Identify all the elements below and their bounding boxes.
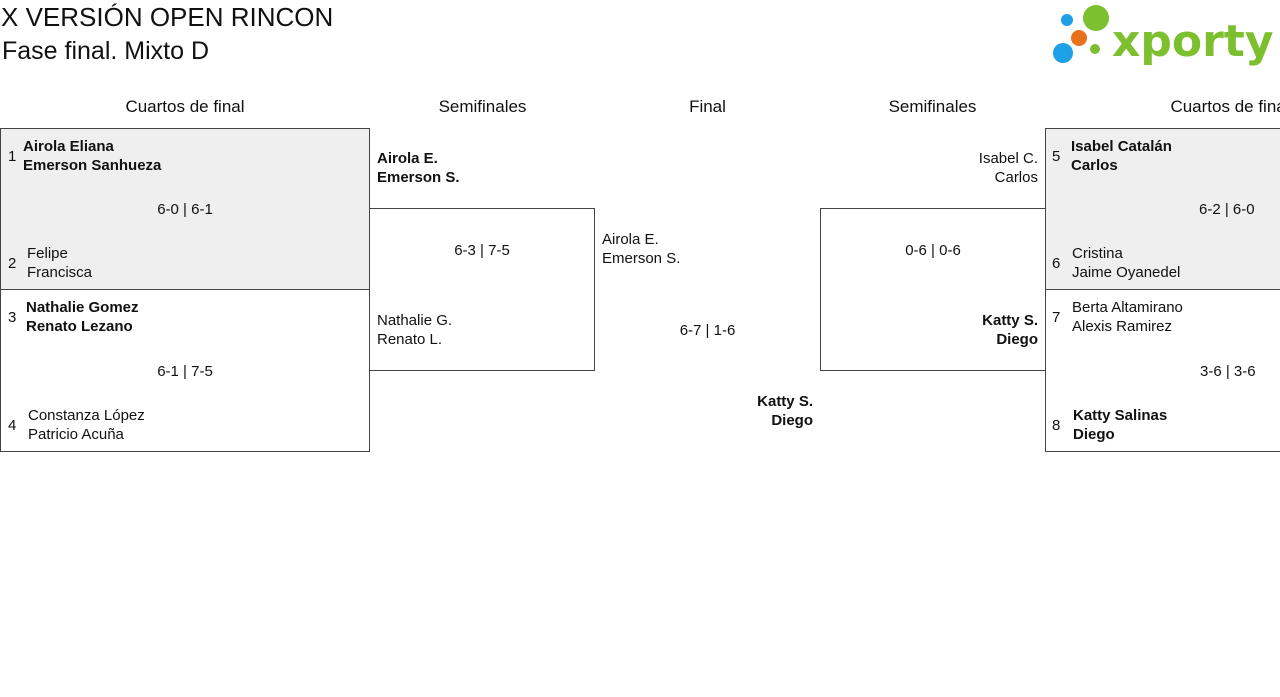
team-loser[interactable]: Felipe Francisca	[27, 244, 92, 282]
xporty-logo[interactable]: xporty	[1050, 4, 1276, 68]
seed-number: 6	[1052, 255, 1061, 272]
team-loser[interactable]: Cristina Jaime Oyanedel	[1072, 244, 1180, 282]
player-name: Felipe	[27, 245, 68, 262]
seed-number: 7	[1052, 309, 1061, 326]
player-name: Emerson Sanhueza	[23, 157, 162, 174]
player-name: Alexis Ramirez	[1072, 318, 1173, 335]
match-left-qf-2[interactable]: 3 Nathalie Gomez Renato Lezano 6-1 | 7-5…	[0, 289, 370, 452]
player-name: Diego	[1073, 426, 1115, 443]
player-name: Isabel C.	[978, 150, 1038, 167]
player-name: Carlos	[1071, 157, 1118, 174]
team-loser-right-semi[interactable]: Isabel C. Carlos	[900, 149, 1038, 187]
heading-right-quarters: Cuartos de final	[1170, 97, 1280, 116]
seed-number: 3	[8, 309, 17, 326]
player-name: Nathalie Gomez	[26, 299, 139, 316]
match-score: 6-3 | 7-5	[454, 242, 510, 259]
team-winner-left-semi[interactable]: Airola E. Emerson S.	[377, 149, 460, 187]
match-right-qf-1[interactable]: 5 Isabel Catalán Carlos 6-2 | 6-0 6 Cris…	[1045, 128, 1280, 290]
team-winner[interactable]: Katty S. Diego	[901, 311, 1038, 349]
player-name: Francisca	[27, 264, 93, 281]
heading-right-semis: Semifinales	[888, 97, 977, 116]
match-left-qf-1[interactable]: 1 Airola Eliana Emerson Sanhueza 6-0 | 6…	[0, 128, 370, 290]
match-score: 6-0 | 6-1	[157, 201, 213, 218]
team-loser[interactable]: Berta Altamirano Alexis Ramirez	[1072, 298, 1183, 336]
match-right-qf-2[interactable]: 7 Berta Altamirano Alexis Ramirez 3-6 | …	[1045, 289, 1280, 452]
player-name: Renato L.	[377, 331, 443, 348]
tournament-title: X VERSIÓN OPEN RINCON	[1, 2, 334, 32]
seed-number: 4	[8, 417, 17, 434]
team-winner[interactable]: Katty Salinas Diego	[1073, 406, 1167, 444]
match-score: 6-2 | 6-0	[1199, 201, 1255, 218]
player-name: Airola Eliana	[23, 138, 114, 155]
match-score: 6-1 | 7-5	[157, 363, 213, 380]
player-name: Constanza López	[28, 407, 145, 424]
player-name: Emerson S.	[602, 250, 681, 267]
team-winner[interactable]: Airola Eliana Emerson Sanhueza	[23, 137, 161, 175]
heading-final: Final	[689, 97, 726, 116]
seed-number: 2	[8, 255, 17, 272]
seed-number: 8	[1052, 417, 1061, 434]
match-right-semi[interactable]: 0-6 | 0-6 Katty S. Diego	[820, 208, 1046, 371]
final-team-champion[interactable]: Katty S. Diego	[700, 392, 813, 430]
player-name: Cristina	[1072, 245, 1123, 262]
player-name: Carlos	[994, 169, 1038, 186]
player-name: Katty S.	[757, 393, 813, 410]
player-name: Isabel Catalán	[1071, 138, 1172, 155]
logo-wordmark: xporty	[1112, 16, 1274, 67]
final-score: 6-7 | 1-6	[679, 322, 736, 339]
match-left-semi[interactable]: 6-3 | 7-5 Nathalie G. Renato L.	[369, 208, 595, 371]
team-loser[interactable]: Constanza López Patricio Acuña	[28, 406, 145, 444]
xporty-logo-icon: xporty	[1053, 5, 1274, 67]
match-score: 3-6 | 3-6	[1200, 363, 1256, 380]
player-name: Nathalie G.	[377, 312, 453, 329]
team-winner[interactable]: Isabel Catalán Carlos	[1071, 137, 1172, 175]
final-team-top[interactable]: Airola E. Emerson S.	[602, 230, 680, 268]
player-name: Berta Altamirano	[1072, 299, 1183, 316]
player-name: Jaime Oyanedel	[1072, 264, 1181, 281]
player-name: Airola E.	[377, 150, 438, 167]
player-name: Patricio Acuña	[28, 426, 124, 443]
heading-left-semis: Semifinales	[438, 97, 527, 116]
team-loser[interactable]: Nathalie G. Renato L.	[377, 311, 452, 349]
player-name: Katty Salinas	[1073, 407, 1168, 424]
player-name: Airola E.	[602, 231, 659, 248]
player-name: Renato Lezano	[26, 318, 133, 335]
draw-subtitle: Fase final. Mixto D	[2, 37, 210, 65]
match-score: 0-6 | 0-6	[905, 242, 961, 259]
player-name: Katty S.	[982, 312, 1038, 329]
seed-number: 1	[8, 148, 17, 165]
heading-left-quarters: Cuartos de final	[125, 97, 245, 116]
player-name: Diego	[996, 331, 1038, 348]
team-winner[interactable]: Nathalie Gomez Renato Lezano	[26, 298, 139, 336]
player-name: Diego	[771, 412, 813, 429]
player-name: Emerson S.	[377, 169, 460, 186]
seed-number: 5	[1052, 148, 1061, 165]
